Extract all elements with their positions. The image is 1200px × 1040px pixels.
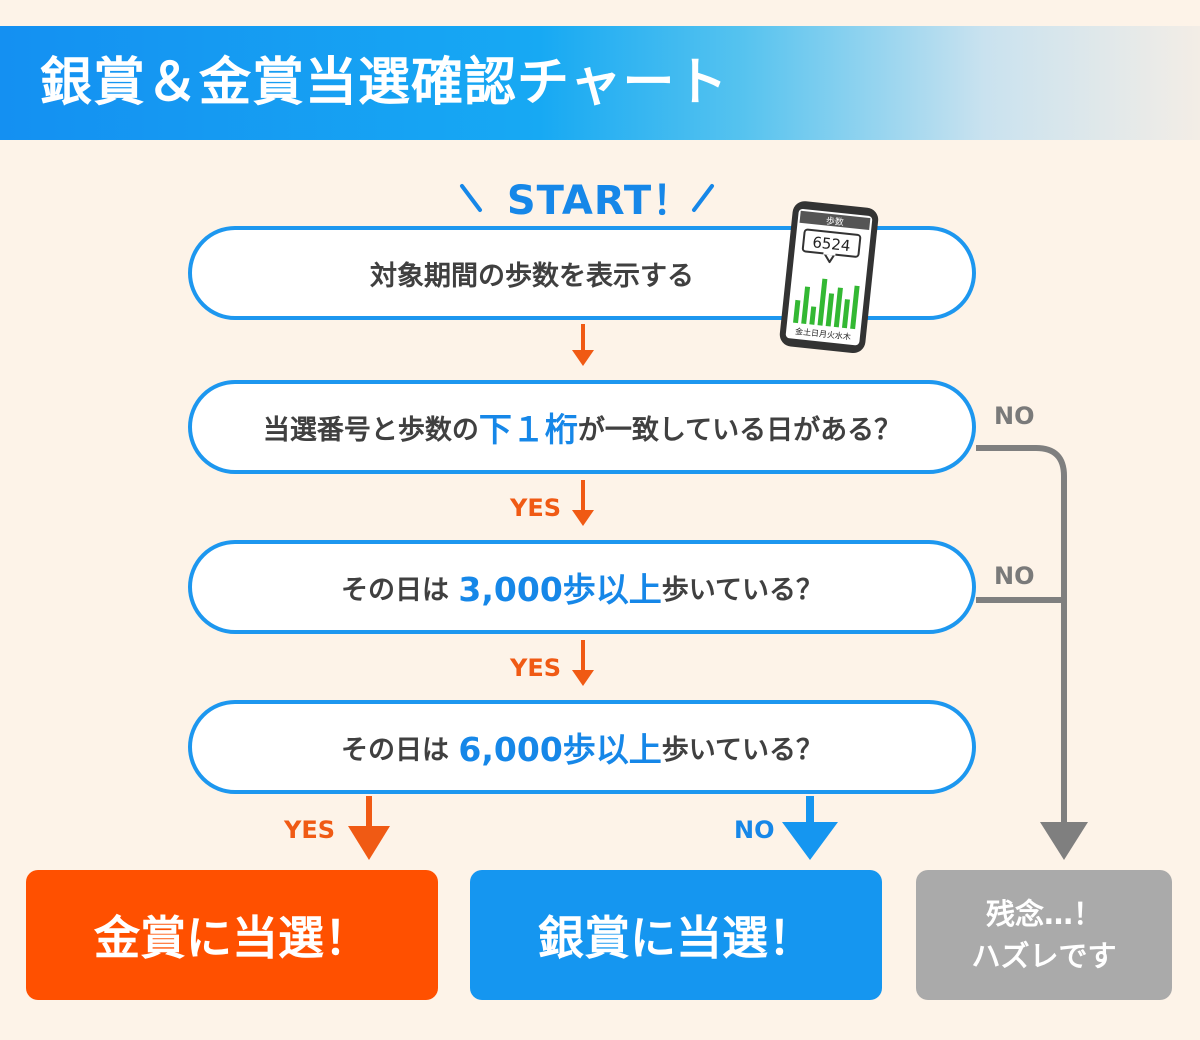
step-6000-check: その日は 6,000歩以上歩いている？ (188, 700, 976, 794)
step-4-post: 歩いている？ (661, 734, 823, 766)
phone-step-count: 6524 (812, 233, 852, 255)
phone-bar (850, 285, 860, 330)
arrow-to-miss (1040, 822, 1088, 860)
step-2-highlight: 下１桁 (478, 410, 578, 449)
step-2-pre: 当選番号と歩数の (262, 414, 479, 446)
label-yes-step2: YES (510, 494, 562, 522)
phone-bar (833, 287, 843, 328)
label-yes-step4: YES (284, 816, 336, 844)
start-mark-right (692, 184, 714, 212)
arrow-to-silver (782, 796, 838, 860)
arrow-step2-to-step3 (572, 480, 594, 526)
label-no-step4: NO (734, 816, 775, 844)
label-no-step3: NO (994, 562, 1035, 590)
result-silver-label: 銀賞に当選！ (538, 911, 814, 965)
step-last-digit-check: 当選番号と歩数の下１桁が一致している日がある？ (188, 380, 976, 474)
start-mark-left (460, 184, 482, 212)
phone-bar (793, 299, 801, 324)
label-yes-step3: YES (510, 654, 562, 682)
result-miss-line1: 残念…！ (985, 896, 1102, 931)
phone-bar-chart (793, 278, 860, 330)
phone-bar (825, 293, 835, 327)
phone-bar (817, 278, 828, 326)
arrow-step1-to-step2 (572, 324, 594, 366)
no-connector-path (976, 445, 1067, 828)
page-title: 銀賞＆金賞当選確認チャート (40, 53, 729, 113)
arrow-to-gold (348, 796, 390, 860)
step-3-highlight: 3,000歩以上 (458, 570, 662, 609)
phone-bar (841, 299, 850, 329)
step-2-post: が一致している日がある？ (577, 414, 902, 446)
result-gold-label: 金賞に当選！ (94, 911, 370, 965)
step-4-highlight: 6,000歩以上 (458, 730, 662, 769)
phone-bar (809, 306, 817, 325)
phone-bar (801, 286, 811, 324)
result-silver-prize: 銀賞に当選！ (470, 870, 882, 1000)
result-gold-prize: 金賞に当選！ (26, 870, 438, 1000)
step-3000-check: その日は 3,000歩以上歩いている？ (188, 540, 976, 634)
step-3-pre: その日は (341, 574, 449, 606)
step-4-pre: その日は (341, 734, 449, 766)
result-miss-line2: ハズレです (971, 939, 1117, 973)
step-1-text: 対象期間の歩数を表示する (370, 260, 694, 292)
title-banner (0, 26, 1200, 140)
phone-illustration: 歩数 6524 金土日月火水木 (779, 201, 879, 354)
phone-screen-title: 歩数 (825, 215, 844, 229)
start-label: START！ (506, 178, 694, 224)
result-miss: 残念…！ ハズレです (916, 870, 1172, 1000)
step-3-post: 歩いている？ (661, 574, 823, 606)
arrow-step3-to-step4 (572, 640, 594, 686)
label-no-step2: NO (994, 402, 1035, 430)
